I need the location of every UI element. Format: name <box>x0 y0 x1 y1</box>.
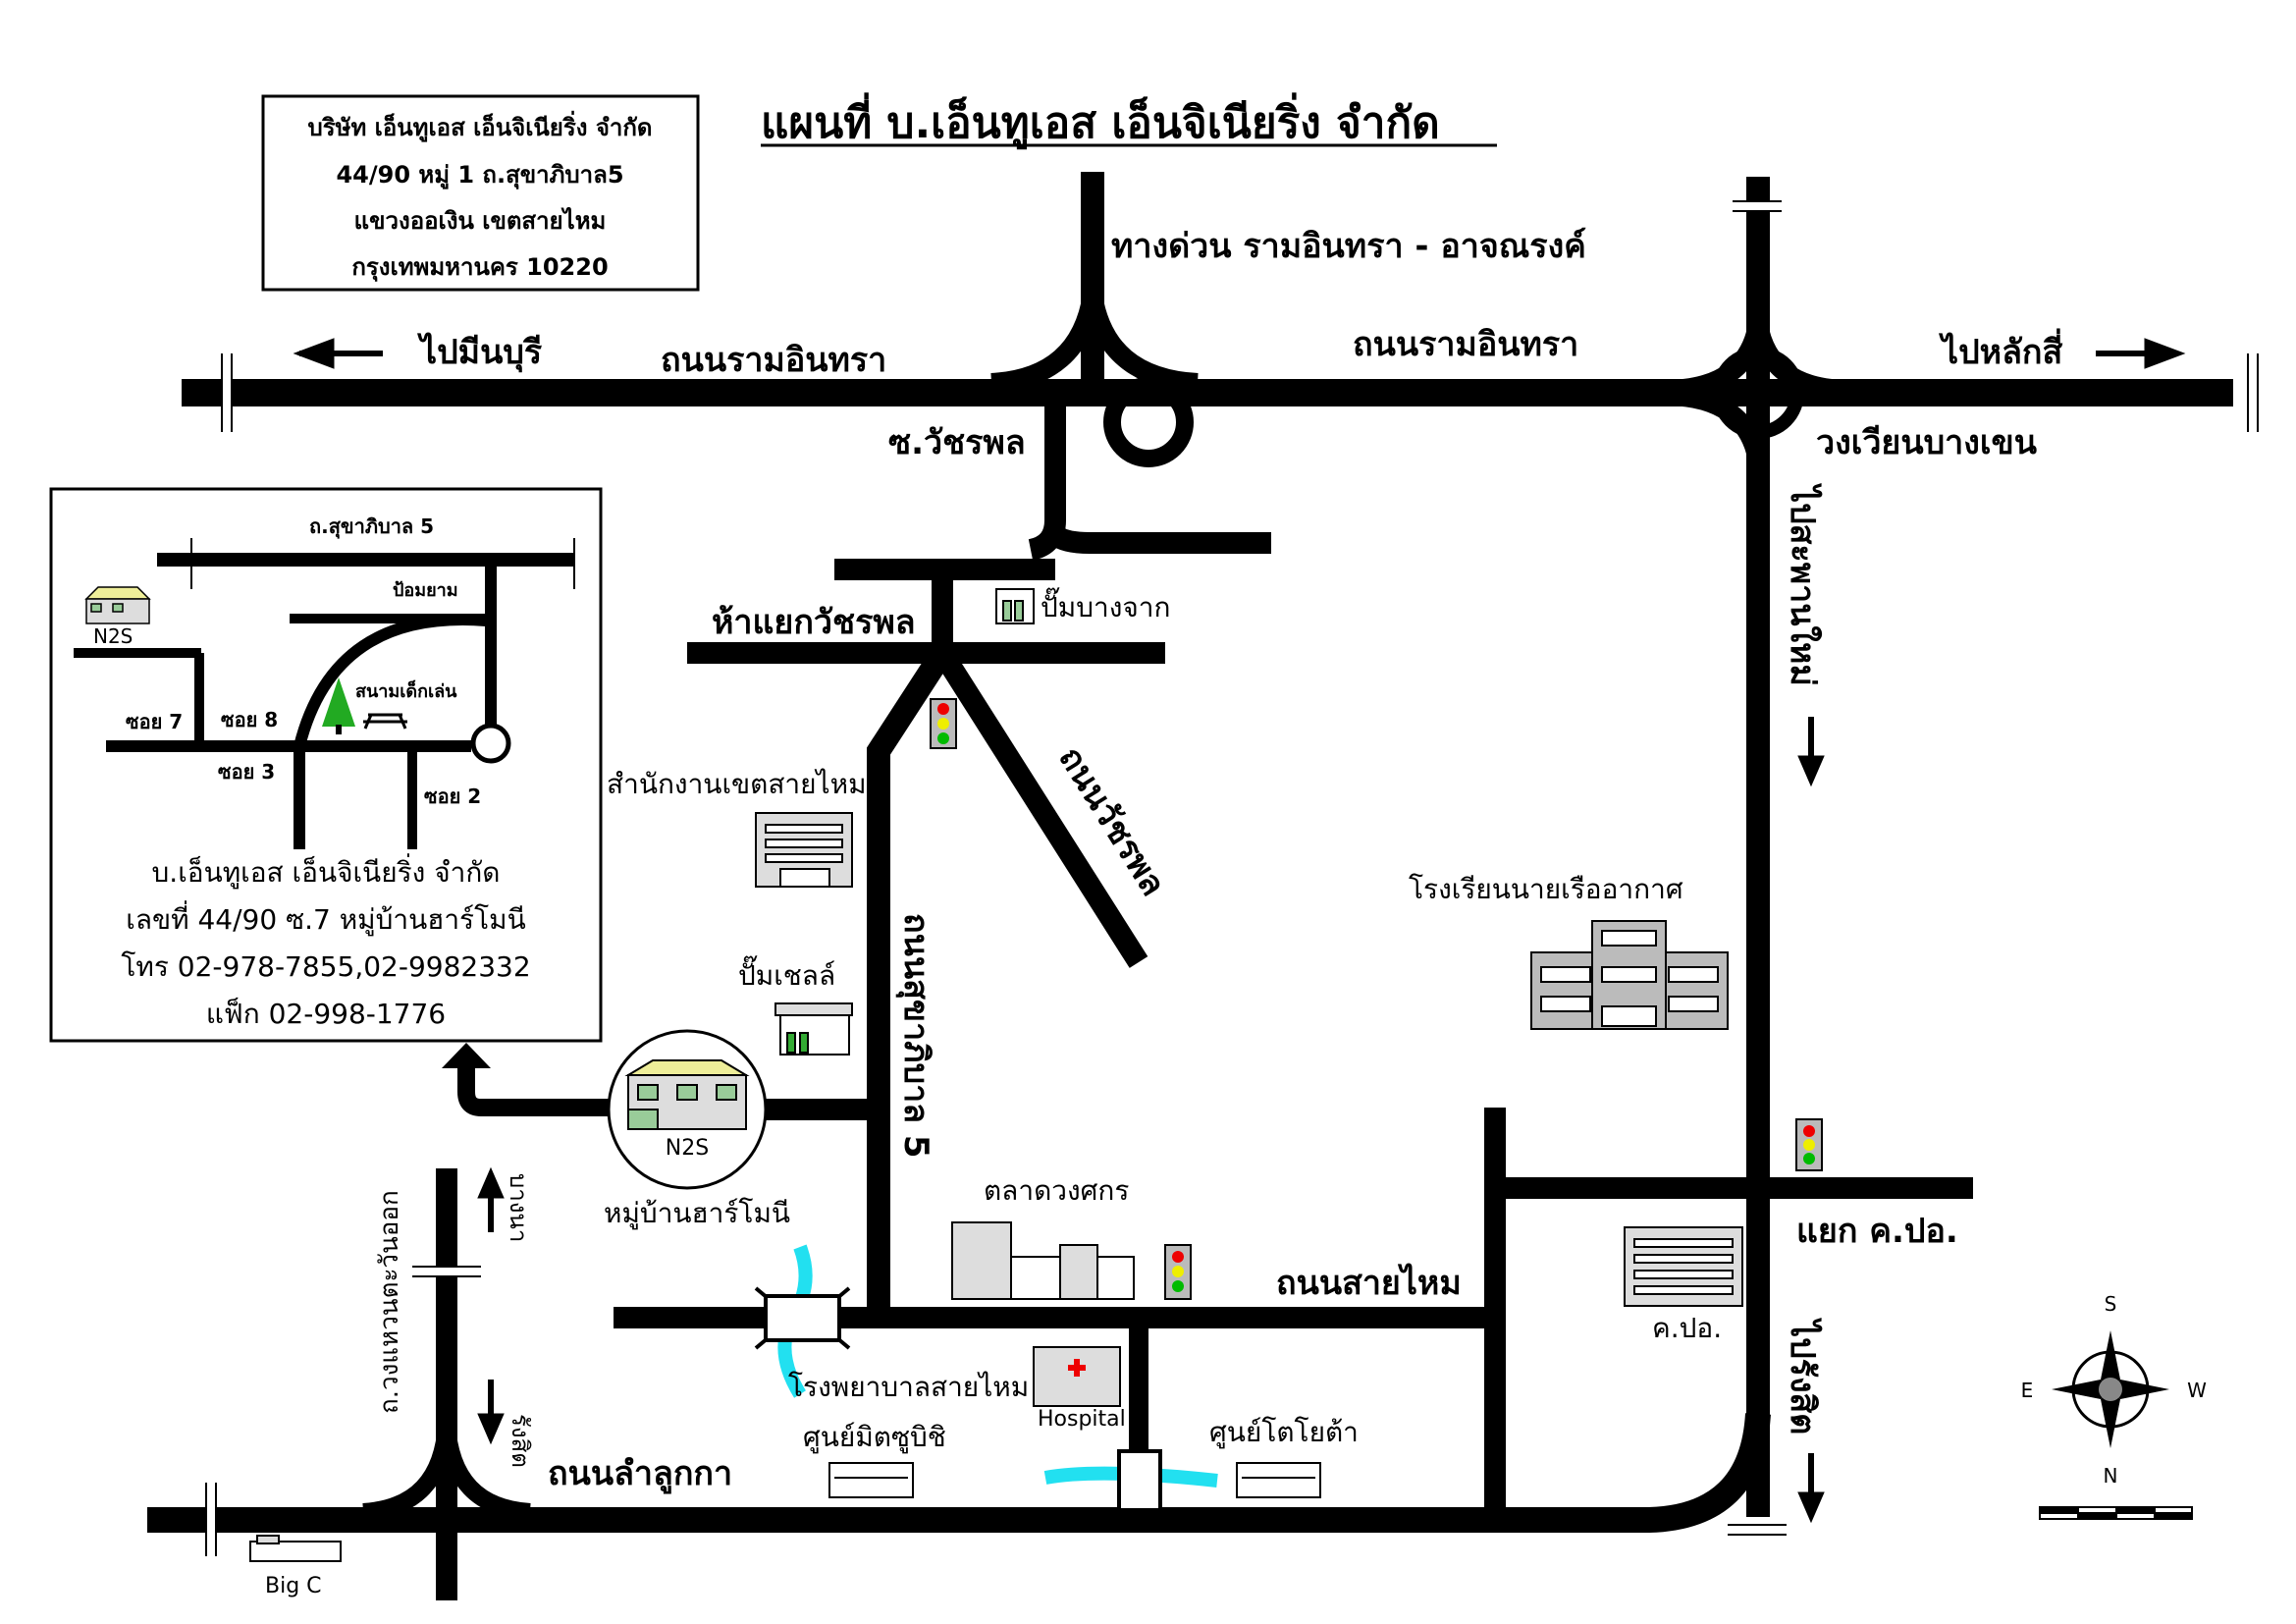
expressway-curve-left <box>990 293 1102 393</box>
talad-market-icon <box>951 1221 1135 1300</box>
label-pump-shell: ปั๊มเชลล์ <box>738 955 835 992</box>
bridge-bottom <box>1117 1449 1162 1512</box>
arrow-to-inset-head <box>442 1043 491 1068</box>
hospital-icon <box>1033 1346 1121 1407</box>
navy-school-building-icon <box>1530 920 1729 1030</box>
inset-address: เลขที่ 44/90 ซ.7 หมู่บ้านฮาร์โมนี <box>126 900 525 937</box>
expressway-curve-right <box>1083 293 1199 393</box>
label-to-rangsit-right: ไปรังสิต <box>1783 1318 1823 1435</box>
address-box <box>261 94 700 292</box>
label-bangna: บางนา <box>505 1173 532 1242</box>
kpo-building-icon <box>1624 1226 1743 1307</box>
map-title: แผนที่ บ.เอ็นทูเอส เอ็นจิเนียริ่ง จำกัด <box>761 92 1440 149</box>
road-network <box>147 172 2259 1600</box>
label-kpo-junction: แยก ค.ปอ. <box>1796 1212 1958 1251</box>
inset-fax: แฟ็ก 02-998-1776 <box>206 997 446 1030</box>
label-kanchanaphisek: ถ.วงแหวนตะวันออก <box>375 1190 404 1414</box>
inset-tree-icon <box>322 677 407 734</box>
scale-bar <box>2039 1506 2193 1520</box>
compass-w: W <box>2187 1379 2207 1402</box>
canal-bottom <box>1043 1466 1218 1488</box>
roundabout-bangkhen <box>1712 347 1804 439</box>
label-rangsit-left: รังสิต <box>507 1414 534 1468</box>
inset-pomyam-label: ป้อมยาม <box>393 580 458 601</box>
label-watcharaphon-road: ถนนวัชรพล <box>1050 740 1172 903</box>
compass-rose-icon <box>2052 1330 2169 1448</box>
label-talad: ตลาดวงศกร <box>984 1174 1129 1207</box>
address-line-1: บริษัท เอ็นทูเอส เอ็นจิเนียริ่ง จำกัด <box>308 110 653 142</box>
label-sukhaphiban5: ถนนสุขาภิบาล 5 <box>895 913 935 1159</box>
label-lamlukka: ถนนลำลูกกา <box>548 1454 732 1494</box>
label-hospital-thai: โรงพยาบาลสายไหม <box>788 1371 1029 1403</box>
inset-n2s-label: N2S <box>93 624 133 648</box>
bigc-icon <box>249 1535 342 1562</box>
road-watcharaphon <box>933 647 1148 968</box>
traffic-light-junction <box>930 698 957 749</box>
n2s-circle-label: N2S <box>666 1136 709 1161</box>
label-hospital-en: Hospital <box>1038 1407 1126 1432</box>
inset-road-curve <box>294 614 487 849</box>
label-pump-bangchak: ปั๊มบางจาก <box>1041 587 1170 623</box>
n2s-house-icon <box>624 1059 750 1130</box>
compass-n: N <box>2104 1464 2118 1488</box>
arrow-to-inset <box>457 1060 609 1116</box>
inset-soi8-label: ซอย 8 <box>221 708 278 731</box>
pump-shell-icon <box>774 1002 853 1056</box>
inset-soi7-label: ซอย 7 <box>126 710 183 733</box>
label-mitsubishi: ศูนย์มิตซูบิชิ <box>803 1421 946 1454</box>
inset-map: ถ.สุขาภิบาล 5 ป้อมยาม N2S สนามเด็กเล่น ซ… <box>49 487 603 1043</box>
label-navy-school: โรงเรียนนายเรืออากาศ <box>1409 873 1683 905</box>
inset-company: บ.เอ็นทูเอส เอ็นจิเนียริ่ง จำกัด <box>152 853 501 890</box>
address-line-2: 44/90 หมู่ 1 ถ.สุขาภิบาล5 <box>336 161 623 190</box>
road-lamlukka <box>147 1412 1771 1533</box>
inset-roundabout <box>470 723 511 764</box>
label-to-laksi: ไปหลักสี่ <box>1939 328 2063 372</box>
label-ramintra-right: ถนนรามอินทรา <box>1353 325 1578 364</box>
address-line-3: แขวงออเงิน เขตสายไหม <box>354 206 607 235</box>
label-roundabout-bangkhen: วงเวียนบางเขน <box>1816 423 2037 462</box>
label-expressway: ทางด่วน รามอินทรา - อาจณรงค์ <box>1111 227 1586 266</box>
kanchanaphisek-curve-l <box>362 1423 455 1521</box>
kanchanaphisek-curve-r <box>438 1423 531 1521</box>
compass-e: E <box>2021 1379 2034 1402</box>
road-break-marks <box>205 200 2259 1556</box>
label-ramintra-left: ถนนรามอินทรา <box>661 341 886 380</box>
pump-bangchak-icon <box>995 588 1035 624</box>
label-to-minburi: ไปมีนบุรี <box>417 332 543 373</box>
label-saimai-office: สำนักงานเขตสายไหม <box>607 768 867 800</box>
direction-arrows <box>293 338 2186 1524</box>
inset-soi2-label: ซอย 2 <box>424 785 481 808</box>
inset-road-top-label: ถ.สุขาภิบาล 5 <box>309 514 434 539</box>
label-harmony-village: หมู่บ้านฮาร์โมนี <box>604 1197 790 1230</box>
mitsubishi-icon <box>828 1462 914 1498</box>
label-to-saphanmai: ไปสะพานใหม่ <box>1783 483 1823 686</box>
inset-soi3-label: ซอย 3 <box>218 760 275 784</box>
traffic-light-saimai <box>1164 1244 1192 1300</box>
saimai-office-building-icon <box>755 812 853 888</box>
inset-n2s-house-icon <box>84 586 151 624</box>
harmony-village-circle: N2S <box>607 1029 768 1190</box>
road-sukhaphiban5 <box>867 646 953 1316</box>
traffic-light-kpo <box>1795 1118 1823 1171</box>
toyota-icon <box>1236 1462 1321 1498</box>
label-toyota: ศูนย์โตโยต้า <box>1209 1416 1359 1449</box>
label-saimai-road: ถนนสายไหม <box>1276 1263 1462 1303</box>
soi-connector <box>1048 525 1271 554</box>
compass-s: S <box>2105 1292 2117 1316</box>
road-soi-watcharaphon <box>1028 393 1066 561</box>
inset-phone: โทร 02-978-7855,02-9982332 <box>121 950 530 983</box>
label-kpo: ค.ปอ. <box>1652 1312 1722 1344</box>
bridge-left <box>754 1286 851 1350</box>
inset-playground-label: สนามเด็กเล่น <box>355 679 457 702</box>
label-bigc: Big C <box>265 1574 322 1598</box>
inset-break-marks <box>190 538 575 589</box>
label-soi-watcharaphon: ซ.วัชรพล <box>888 423 1026 462</box>
address-line-4: กรุงเทพมหานคร 10220 <box>351 253 608 283</box>
interchange-loop <box>1103 377 1194 467</box>
label-junction-watcharaphon: ห้าแยกวัชรพล <box>712 603 916 642</box>
